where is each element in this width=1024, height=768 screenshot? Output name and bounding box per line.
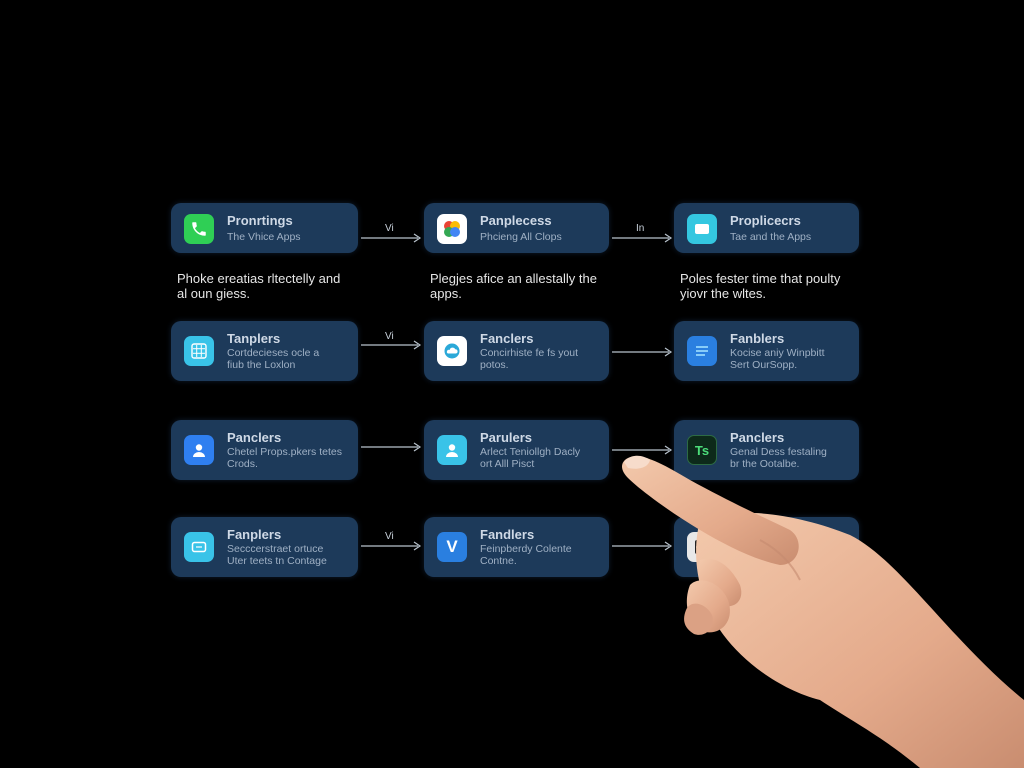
caption-col1: Phoke ereatias rltectelly and al oun gie…: [177, 271, 341, 301]
arrow-connector: [612, 233, 673, 243]
card-row2-col2[interactable]: Fanclers Concirhiste fe fs yout potos.: [424, 321, 609, 381]
card-title: Panclers: [227, 430, 282, 445]
lines-icon: [687, 336, 717, 366]
card-subtitle: Kocise aniy Winpbitt Sert OurSopp.: [730, 347, 825, 371]
arrow-connector: [361, 442, 422, 452]
v-logo-icon: V: [437, 532, 467, 562]
messages-icon: [687, 214, 717, 244]
card-row3-col2[interactable]: Parulers Arlect Teniollgh Dacly ort Alll…: [424, 420, 609, 480]
card-title: Pronrtings: [227, 213, 293, 228]
card-title: Fanplers: [227, 527, 282, 542]
card-row1-col3[interactable]: Proplicecrs Tae and the Apps: [674, 203, 859, 253]
card-title: Fanclers: [480, 331, 534, 346]
card-row4-col2[interactable]: V Fandlers Feinpberdy Colente Contne.: [424, 517, 609, 577]
arrow-connector: [612, 445, 673, 455]
calendar-grid-icon: [184, 336, 214, 366]
card-row1-col1[interactable]: Pronrtings The Vhice Apps: [171, 203, 358, 253]
card-title: Fandlers: [480, 527, 535, 542]
card-subtitle: Feinpberdy Colente Contne.: [480, 543, 572, 567]
card-subtitle: Tae and the Apps: [730, 231, 812, 243]
arrow-connector: [361, 541, 422, 551]
contact-icon: [184, 435, 214, 465]
card-subtitle: Genal Dess festaling br the Ootalbe.: [730, 446, 827, 470]
arrow-label: Vi: [385, 331, 394, 342]
card-title: Proplicecrs: [730, 213, 801, 228]
card-title: Fanblers: [730, 331, 785, 346]
card-row1-col2[interactable]: Panplecess Phcieng All Clops: [424, 203, 609, 253]
caption-col3: Poles fester time that poulty yiovr the …: [680, 271, 841, 301]
card-row4-col1[interactable]: Fanplers Secccerstraet ortuce Uter teets…: [171, 517, 358, 577]
screen-icon: [184, 532, 214, 562]
terminal-icon: Ts: [687, 435, 717, 465]
terminal-icon-text: Ts: [694, 442, 710, 458]
cloud-icon: [437, 336, 467, 366]
card-title: Parulers: [480, 430, 533, 445]
arrow-connector: [361, 233, 422, 243]
card-subtitle: Cortdecieses ocle a fiub the Loxlon: [227, 347, 320, 371]
card-subtitle: Concirhiste fe fs yout potos.: [480, 347, 579, 371]
arrow-label: Vi: [385, 223, 394, 234]
card-subtitle: Arlect Teniollgh Dacly ort Alll Pisct: [480, 446, 581, 470]
caption-col2: Plegjes afice an allestally the apps.: [430, 271, 597, 301]
card-title: Tanplers: [227, 331, 281, 346]
card-row2-col1[interactable]: Tanplers Cortdecieses ocle a fiub the Lo…: [171, 321, 358, 381]
arrow-connector: [361, 340, 422, 350]
v-logo-text: V: [446, 537, 458, 556]
photos-icon: [437, 214, 467, 244]
card-subtitle: Chetel Props.pkers tetes Crods.: [227, 446, 342, 470]
card-row2-col3[interactable]: Fanblers Kocise aniy Winpbitt Sert OurSo…: [674, 321, 859, 381]
card-row3-col1[interactable]: Panclers Chetel Props.pkers tetes Crods.: [171, 420, 358, 480]
arrow-connector: [612, 541, 673, 551]
arrow-connector: [612, 347, 673, 357]
phone-icon: [184, 214, 214, 244]
card-title: Panclers: [730, 430, 785, 445]
card-subtitle: The Vhice Apps: [227, 231, 301, 243]
card-subtitle: Phcieng All Clops: [480, 231, 562, 243]
card-subtitle: Secccerstraet ortuce Uter teets tn Conta…: [227, 543, 327, 567]
contact-icon: [437, 435, 467, 465]
card-title: Panplecess: [480, 213, 552, 228]
arrow-label: In: [636, 223, 645, 234]
arrow-label: Vi: [385, 531, 394, 542]
card-row3-col3[interactable]: Ts Panclers Genal Dess festaling br the …: [674, 420, 859, 480]
